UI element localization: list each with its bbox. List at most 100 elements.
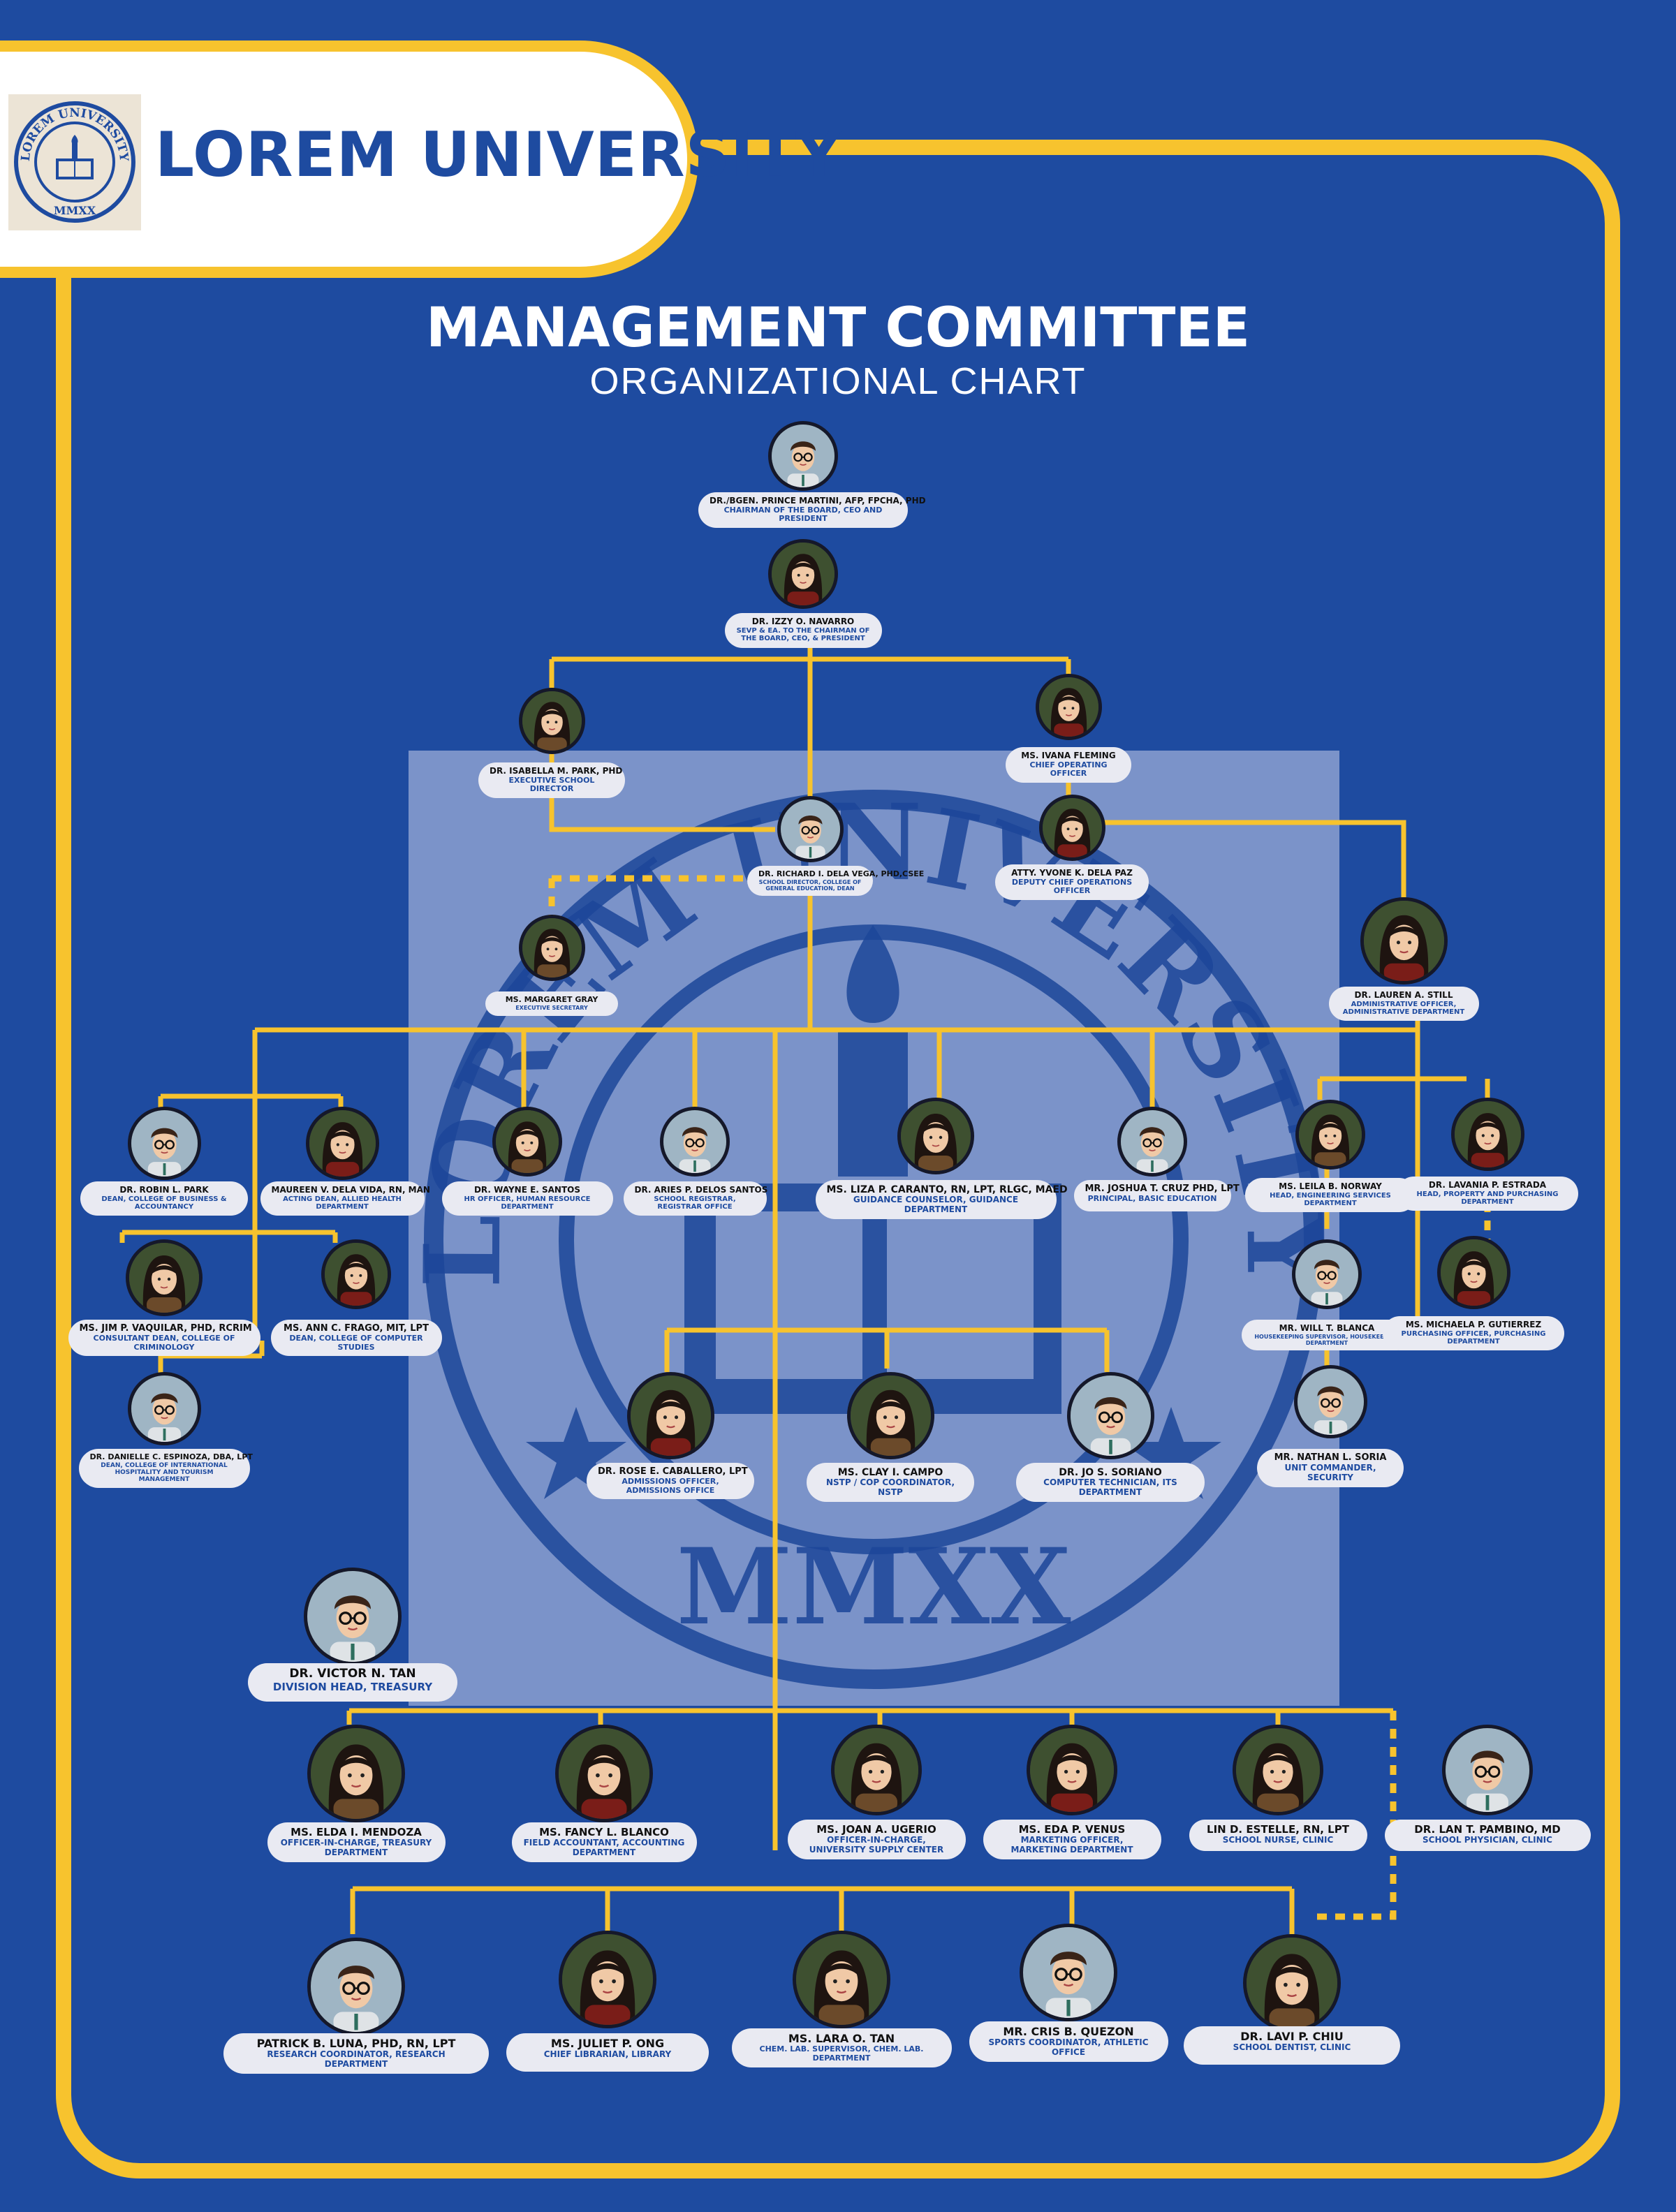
person-name: DR. LAN T. PAMBINO, MD: [1414, 1823, 1561, 1836]
person-name: DR. ROSE E. CABALLERO, LPT: [598, 1466, 748, 1477]
person-role: SPORTS COORDINATOR, ATHLETIC OFFICE: [988, 2037, 1149, 2058]
person-role: SCHOOL DENTIST, CLINIC: [1233, 2042, 1351, 2053]
person-name: MS. JIM P. VAQUILAR, PHD, RCRIM: [79, 1323, 252, 1334]
person-role: CHIEF LIBRARIAN, LIBRARY: [543, 2049, 672, 2060]
person-role: CONSULTANT DEAN, COLLEGE OF CRIMINOLOGY: [93, 1333, 235, 1352]
person-role: CHAIRMAN OF THE BOARD, CEO AND PRESIDENT: [723, 505, 883, 524]
person-avatar-icon: [1233, 1725, 1323, 1815]
person-name: DR. IZZY O. NAVARRO: [751, 617, 855, 626]
university-name: LOREM UNIVERSITY: [155, 119, 842, 191]
person-name: MR. CRIS B. QUEZON: [1003, 2025, 1134, 2038]
person-avatar-icon: [518, 688, 585, 754]
name-label: MS. LIZA P. CARANTO, RN, LPT, RLGC, MAED…: [815, 1180, 1068, 1219]
person-name: DR./BGEN. PRINCE MARTINI, AFP, FPCHA, PH…: [710, 496, 926, 506]
person-glasses-avatar-icon: [777, 796, 844, 862]
person-glasses-avatar-icon: [768, 421, 838, 491]
person-name: DR. RICHARD I. DELA VEGA, PHD,CSEE: [758, 869, 925, 878]
person-avatar-icon: [305, 1107, 379, 1180]
person-avatar-icon: [1243, 1934, 1341, 2032]
person-avatar-icon: [1035, 674, 1102, 740]
person-avatar-icon: [492, 1107, 562, 1177]
person-avatar-icon: [626, 1372, 714, 1459]
person-name: PATRICK B. LUNA, PHD, RN, LPT: [256, 2037, 456, 2050]
person-avatar-icon: [793, 1931, 890, 2028]
person-name: DR. WAYNE E. SANTOS: [473, 1185, 581, 1195]
person-glasses-avatar-icon: [660, 1107, 730, 1177]
person-glasses-avatar-icon: [304, 1568, 402, 1665]
person-role: RESEARCH COORDINATOR, RESEARCH DEPARTMEN…: [267, 2049, 446, 2070]
person-role: OFFICER-IN-CHARGE, UNIVERSITY SUPPLY CEN…: [809, 1835, 944, 1855]
person-role: NSTP / COP COORDINATOR, NSTP: [825, 1477, 955, 1497]
person-name: DR. VICTOR N. TAN: [289, 1667, 416, 1681]
person-avatar-icon: [555, 1725, 653, 1822]
person-name: MS. MARGARET GRAY: [505, 995, 598, 1004]
person-role: HOUSEKEEPING SUPERVISOR, HOUSEKEEPING DE…: [1254, 1333, 1399, 1346]
person-name: MS. EDA P. VENUS: [1018, 1823, 1126, 1836]
person-avatar-icon: [1038, 795, 1105, 861]
person-avatar-icon: [1027, 1725, 1117, 1815]
person-avatar-icon: [846, 1372, 934, 1459]
person-role: DEAN, COLLEGE OF INTERNATIONAL HOSPITALI…: [101, 1461, 228, 1484]
person-avatar-icon: [897, 1098, 974, 1174]
person-name: MS. LARA O. TAN: [788, 2032, 895, 2045]
person-glasses-avatar-icon: [127, 1107, 201, 1180]
person-role: HEAD, PROPERTY AND PURCHASING DEPARTMENT: [1416, 1190, 1559, 1207]
person-avatar-icon: [768, 539, 838, 609]
person-name: MS. IVANA FLEMING: [1021, 751, 1116, 760]
person-glasses-avatar-icon: [1020, 1924, 1117, 2021]
person-avatar-icon: [126, 1239, 203, 1316]
person-name: MAUREEN V. DELA VIDA, RN, MAN: [271, 1185, 430, 1195]
person-name: MS. LIZA P. CARANTO, RN, LPT, RLGC, MAED: [826, 1184, 1068, 1195]
person-name: MS. JOAN A. UGERIO: [816, 1823, 936, 1836]
person-name: MS. CLAY I. CAMPO: [837, 1467, 943, 1478]
person-role: SEVP & EA. TO THE CHAIRMAN OF THE BOARD,…: [736, 626, 870, 643]
person-role: DEAN, COLLEGE OF BUSINESS & ACCOUNTANCY: [101, 1195, 227, 1211]
person-avatar-icon: [1295, 1100, 1365, 1170]
person-name: DR. ISABELLA M. PARK, PHD: [490, 766, 623, 776]
person-role: ADMINISTRATIVE OFFICER, ADMINISTRATIVE D…: [1342, 1000, 1465, 1017]
person-avatar-icon: [831, 1725, 922, 1815]
person-role: MARKETING OFFICER, MARKETING DEPARTMENT: [1010, 1835, 1133, 1855]
person-name: DR. LAUREN A. STILL: [1354, 990, 1453, 1000]
watermark-year-text: MMXX: [677, 1526, 1071, 1649]
person-role: PRINCIPAL, BASIC EDUCATION: [1087, 1193, 1217, 1203]
person-role: COMPUTER TECHNICIAN, ITS DEPARTMENT: [1043, 1477, 1177, 1497]
